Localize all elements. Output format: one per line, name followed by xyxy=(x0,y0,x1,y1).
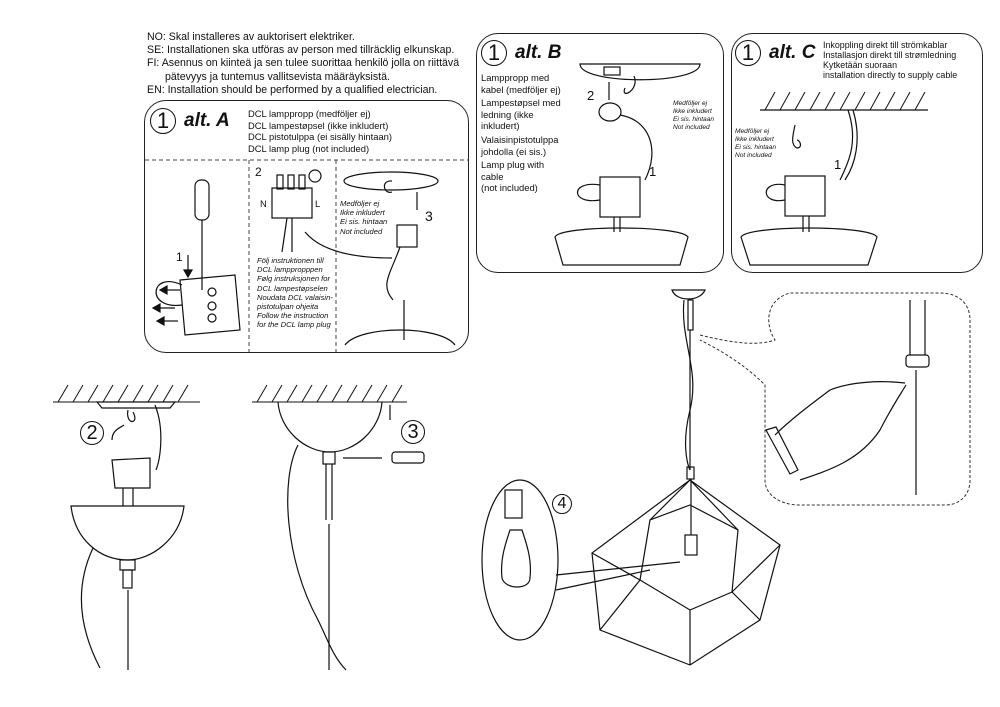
note-line: Ei sis. hintaan xyxy=(340,217,388,227)
note-line: Ei sis. hintaan xyxy=(673,116,715,123)
panel-a-dividers xyxy=(145,159,468,352)
step-3-badge: 3 xyxy=(401,420,425,444)
note-line: DCL lamppropppen xyxy=(257,265,323,275)
panel-a-title: alt. A xyxy=(184,110,230,131)
desc-line: cable xyxy=(481,170,504,182)
note-line: Noudata DCL valaisin- xyxy=(257,292,333,302)
desc-line: Lampestøpsel med xyxy=(481,97,561,109)
dcl-plug-icon xyxy=(271,169,322,253)
safety-warnings: NO: Skal installeres av auktorisert elek… xyxy=(147,31,459,97)
arrow-icon xyxy=(151,255,194,327)
step-2-drawing xyxy=(70,401,185,670)
panel-c-header: 1 alt. C xyxy=(735,40,815,66)
desc-line: DCL pistotulppa (ei sisälly hintaan) xyxy=(248,131,392,143)
note-line: Not included xyxy=(673,124,710,131)
panel-c-desc: Inkoppling direkt till strömkablar Insta… xyxy=(823,40,957,80)
desc-line: Kytketään suoraan xyxy=(823,60,898,70)
panel-b-label-2: 2 xyxy=(587,88,595,103)
desc-line: Lamp plug with xyxy=(481,159,545,171)
live-label: L xyxy=(315,198,321,209)
panel-b-header: 1 alt. B xyxy=(481,40,561,66)
desc-line: kabel (medföljer ej) xyxy=(481,83,561,95)
panel-a-sub2-label: 2 xyxy=(255,165,262,179)
desc-line: Lamppropp med xyxy=(481,72,550,83)
step-3-ceiling xyxy=(252,384,407,403)
note-line: Ikke inkludert xyxy=(735,136,774,143)
bulb-callout xyxy=(481,479,681,641)
panel-alt-a xyxy=(144,100,469,353)
panel-a-header: 1 alt. A xyxy=(150,108,230,134)
panel-alt-b xyxy=(476,33,724,273)
neutral-label: N xyxy=(260,198,267,209)
desc-line: Installasjon direkt till strømledning xyxy=(823,50,957,60)
panel-b-ceiling-icon xyxy=(554,63,701,266)
desc-line: DCL lamppropp (medföljer ej) xyxy=(248,108,371,119)
panel-a-instructions: Följ instruktionen till DCL lamppropppen… xyxy=(257,256,333,330)
note-line: pistotulpan ohjeita xyxy=(257,302,319,312)
desc-line: (not included) xyxy=(481,182,538,194)
desc-line: inkludert) xyxy=(481,120,520,132)
step-badge: 1 xyxy=(481,40,507,66)
note-line: Not included xyxy=(735,152,772,159)
panel-c-label-1: 1 xyxy=(834,157,842,172)
hatching xyxy=(764,91,926,111)
step-badge: 1 xyxy=(150,108,176,134)
note-line: Follow the instruction xyxy=(257,311,329,321)
desc-line: DCL lampestøpsel (ikke inkludert) xyxy=(248,119,389,131)
terminal-block-icon xyxy=(155,274,241,336)
hand-icon xyxy=(765,300,930,495)
panel-b-label-1: 1 xyxy=(649,164,657,179)
warning-en: EN: Installation should be performed by … xyxy=(147,83,438,96)
note-line: Medföljer ej xyxy=(673,100,708,107)
desc-line: ledning (ikke xyxy=(481,108,534,120)
panel-b-desc: Lamppropp med kabel (medföljer ej) Lampe… xyxy=(481,72,561,194)
panel-c-title: alt. C xyxy=(769,42,816,63)
note-line: Medföljer ej xyxy=(735,128,770,135)
step-4-badge: 4 xyxy=(552,494,572,514)
note-line: Ikke inkludert xyxy=(673,108,712,115)
panel-a-desc: DCL lamppropp (medföljer ej) DCL lampest… xyxy=(248,108,392,154)
step-badge: 1 xyxy=(735,40,761,66)
note-line: Følg instruksjonen for xyxy=(257,274,331,284)
panel-a-sub1-label: 1 xyxy=(176,250,183,264)
step-2-badge: 2 xyxy=(80,421,104,445)
warning-fi-cont: pätevyys ja tuntemus vallitsevista määrä… xyxy=(165,70,390,83)
note-line: Not included xyxy=(340,226,383,236)
warning-fi: FI: Asennus on kiinteä ja sen tulee suor… xyxy=(147,57,460,70)
desc-line: johdolla (ei sis.) xyxy=(481,145,547,157)
adjust-callout xyxy=(699,292,971,506)
panel-a-sub3-label: 3 xyxy=(425,208,433,224)
note-line: Medföljer ej xyxy=(340,199,380,208)
warning-no: NO: Skal installeres av auktorisert elek… xyxy=(147,31,355,43)
panel-b-not-included: Medföljer ej Ikke inkludert Ei sis. hint… xyxy=(673,100,714,132)
desc-line: Valaisinpistotulppa xyxy=(481,133,559,145)
step-3-drawing xyxy=(277,401,425,671)
note-line: Ikke inkludert xyxy=(340,208,385,218)
panel-c-ceiling-icon xyxy=(740,109,928,266)
ceiling-plate-icon xyxy=(343,171,456,346)
panel-alt-c xyxy=(731,33,983,273)
pendant-lamp xyxy=(591,289,781,666)
desc-line: DCL lamp plug (not included) xyxy=(248,142,370,154)
note-line: DCL lampestøpselen xyxy=(257,283,328,293)
desc-line: installation directly to supply cable xyxy=(823,70,958,80)
note-line: Ei sis. hintaan xyxy=(735,144,777,151)
panel-a-not-included: Medföljer ej Ikke inkludert Ei sis. hint… xyxy=(340,199,387,236)
note-line: Följ instruktionen till xyxy=(257,256,324,265)
panel-c-not-included: Medföljer ej Ikke inkludert Ei sis. hint… xyxy=(735,128,776,160)
step-2-ceiling xyxy=(53,384,200,403)
panel-b-title: alt. B xyxy=(515,42,562,63)
note-line: for the DCL lamp plug xyxy=(257,320,331,330)
warning-se: SE: Installationen ska utföras av person… xyxy=(147,44,455,57)
screwdriver-icon xyxy=(194,179,210,290)
arrow-icon xyxy=(304,231,393,259)
desc-line: Inkoppling direkt till strömkablar xyxy=(823,40,948,50)
